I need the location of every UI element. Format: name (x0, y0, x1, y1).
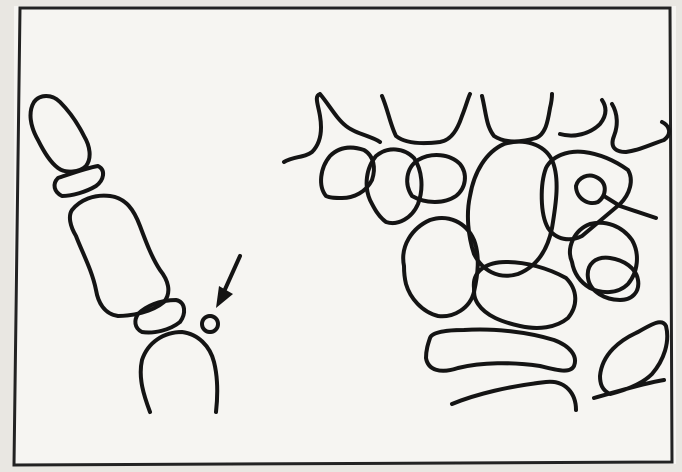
line-diagram (0, 0, 682, 472)
